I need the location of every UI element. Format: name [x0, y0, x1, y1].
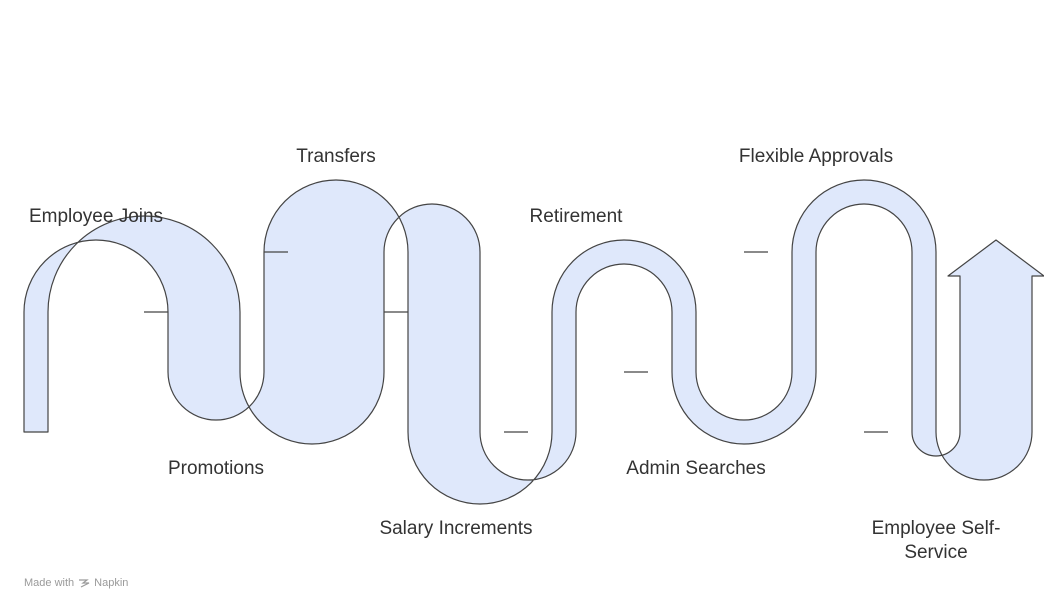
serpentine-band	[23, 179, 1044, 505]
label-retirement: Retirement	[530, 206, 624, 227]
label-employee-self-service-line1: Employee Self-	[872, 518, 1001, 539]
label-admin-searches: Admin Searches	[626, 458, 765, 479]
label-flexible-approvals: Flexible Approvals	[739, 146, 893, 167]
made-with-text: Made with	[24, 577, 75, 589]
made-with-footer: Made with Napkin	[24, 577, 128, 589]
label-promotions: Promotions	[168, 458, 264, 479]
brand-name: Napkin	[94, 577, 129, 589]
label-transfers: Transfers	[296, 146, 376, 167]
label-salary-increments: Salary Increments	[379, 518, 532, 539]
napkin-logo-icon	[78, 578, 90, 588]
label-employee-joins: Employee Joins	[29, 206, 163, 227]
label-employee-self-service-line2: Service	[904, 542, 967, 563]
segment-dividers	[144, 251, 888, 433]
